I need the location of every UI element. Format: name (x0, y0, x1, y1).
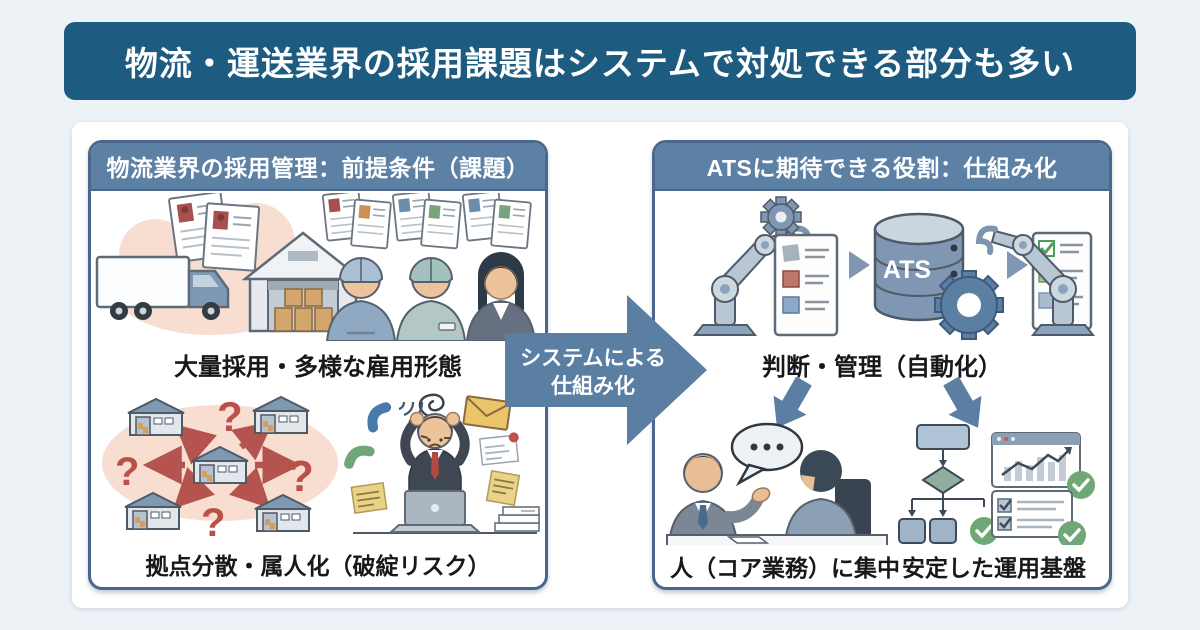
mail-envelope-icon (462, 395, 512, 431)
stressed-worker-icon (349, 393, 540, 534)
mass-hiring-illustration (95, 193, 537, 341)
chart-window-icon (991, 432, 1095, 499)
check-circle-icon (1058, 521, 1086, 545)
flow-step-arrow-icon (1007, 251, 1028, 279)
right-bottom-left-caption: 人（コア業務）に集中 (670, 555, 900, 581)
check-circle-icon (1067, 471, 1095, 499)
paper-stack-icon (494, 506, 540, 532)
left-top-caption: 大量採用・多様な雇用形態 (174, 354, 462, 381)
right-panel-ats-roles: ATSに期待できる役割：仕組み化 (652, 140, 1112, 590)
flowchart-icon (898, 424, 998, 545)
down-arrow-icon (943, 377, 982, 428)
flow-step-arrow-icon (849, 251, 870, 279)
left-panel-challenges: 物流業界の採用管理：前提条件（課題） (88, 140, 548, 590)
dispersed-sites-illustration: ? ? ? ? (102, 393, 540, 537)
worker-teal-cap-icon (391, 193, 467, 341)
left-bottom-caption: 拠点分散・属人化（破綻リスク） (145, 553, 491, 579)
outcomes-illustration (666, 377, 1095, 545)
question-mark-icon: ? (115, 450, 139, 494)
worker-blue-cap-icon (321, 193, 397, 341)
down-arrow-icon (773, 377, 812, 428)
ats-label: ATS (883, 256, 931, 284)
laptop-icon (388, 490, 482, 533)
resume-documents-icon (168, 193, 261, 272)
notification-note-icon (478, 432, 520, 466)
gear-icon (934, 270, 1004, 340)
question-mark-icon: ? (287, 452, 314, 501)
right-bottom-right-caption: 安定した運用基盤 (902, 555, 1086, 581)
sticky-note-icon (485, 469, 521, 507)
question-mark-icon: ? (217, 393, 243, 440)
checklist-icon (991, 490, 1086, 545)
question-mark-icon: ? (201, 501, 225, 537)
flow-arrow-label-1: システムによる (520, 347, 666, 370)
ats-automation-illustration: ATS (659, 196, 1105, 340)
page-title: 物流・運送業界の採用課題はシステムで対処できる部分も多い (124, 45, 1076, 82)
title-banner: 物流・運送業界の採用課題はシステムで対処できる部分も多い (64, 22, 1136, 100)
warehouse-network-icon: ? ? ? ? (115, 393, 314, 537)
sticky-note-icon (350, 482, 388, 514)
swirl-icon (418, 393, 445, 419)
document-list-icon (773, 233, 839, 337)
left-panel-header: 物流業界の採用管理：前提条件（課題） (91, 143, 545, 191)
interview-scene-icon (666, 422, 888, 545)
content-card: 物流業界の採用管理：前提条件（課題） (72, 122, 1128, 608)
flow-arrow: システムによる 仕組み化 (505, 295, 707, 445)
right-top-caption: 判断・管理（自動化） (762, 354, 1002, 381)
flow-arrow-label-2: 仕組み化 (550, 374, 635, 398)
gear-icon (760, 196, 802, 238)
worker-woman-suit-icon (461, 193, 537, 341)
truck-icon (95, 255, 230, 320)
phone-icon (349, 447, 370, 468)
right-panel-header: ATSに期待できる役割：仕組み化 (655, 143, 1109, 191)
speech-bubble-icon (730, 422, 804, 487)
